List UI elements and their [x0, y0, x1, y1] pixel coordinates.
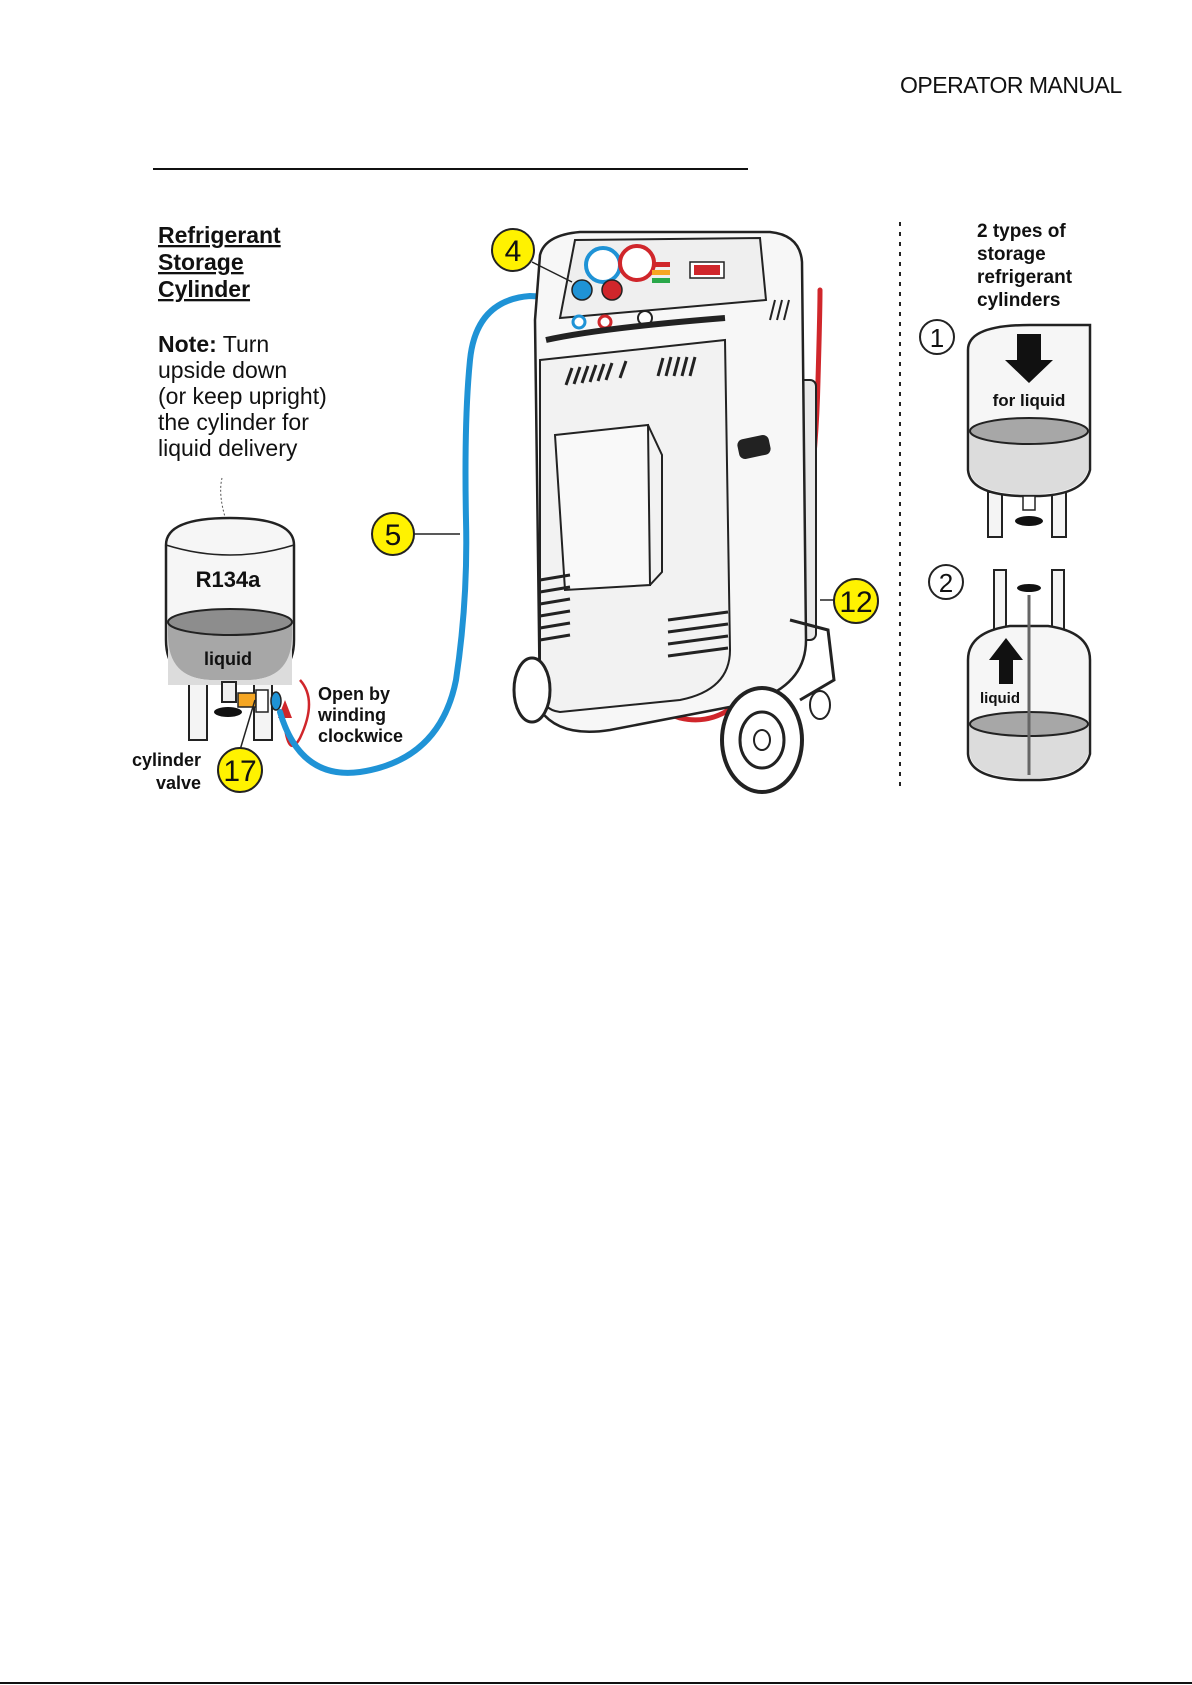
note-text: Note: Turn upside down (or keep upright)…	[158, 331, 327, 461]
blue-hose-coupler	[271, 692, 281, 710]
note-line-5: liquid delivery	[158, 435, 298, 461]
heading-line-1: Refrigerant	[158, 222, 281, 248]
display-readout	[694, 265, 720, 275]
type-1-leg-right	[1052, 492, 1066, 537]
valve-fitting	[256, 690, 268, 712]
high-side-port	[599, 316, 611, 328]
high-pressure-knob-icon	[602, 280, 622, 300]
low-pressure-knob-icon	[572, 280, 592, 300]
front-wheel	[514, 658, 550, 722]
footer-rule	[0, 1682, 1192, 1684]
low-side-port	[573, 316, 585, 328]
status-led-green	[652, 278, 670, 283]
note-label: Note:	[158, 331, 217, 357]
type-1-label: for liquid	[993, 391, 1066, 410]
right-heading-line-1: 2 types of	[977, 221, 1066, 242]
note-line-2: upside down	[158, 357, 287, 383]
cylinder-type-2: 2 liquid	[929, 565, 1090, 780]
heading-line-3: Cylinder	[158, 276, 250, 302]
caster-wheel	[810, 691, 830, 719]
valve-label-line-1: cylinder	[132, 750, 201, 770]
type-1-valve	[1023, 496, 1035, 510]
open-line-2: winding	[317, 705, 386, 725]
valve-stem	[222, 682, 236, 702]
high-pressure-gauge-icon	[620, 246, 654, 280]
valve-label: cylinder valve	[132, 750, 201, 793]
note-line-1: Turn	[217, 331, 269, 357]
cylinder-gas-label: R134a	[196, 567, 262, 592]
type-1-number: 1	[930, 323, 944, 353]
status-led-red	[652, 262, 670, 267]
svg-text:Note: Turn: Note: Turn	[158, 331, 269, 357]
type-2-number: 2	[939, 568, 953, 598]
rear-wheel-axle	[754, 730, 770, 750]
note-line-3: (or keep upright)	[158, 383, 327, 409]
note-line-4: the cylinder for	[158, 409, 309, 435]
callout-17-number: 17	[223, 755, 256, 788]
front-window	[555, 425, 650, 590]
right-heading-line-3: refrigerant	[977, 267, 1073, 288]
type-1-leg-left	[988, 492, 1002, 537]
open-instruction: Open by winding clockwice	[317, 684, 403, 746]
low-pressure-gauge-icon	[586, 248, 620, 282]
ac-service-machine	[514, 232, 834, 792]
refrigerant-cylinder-diagram: Refrigerant Storage Cylinder Note: Turn …	[0, 0, 1192, 820]
callout-5-number: 5	[385, 519, 402, 552]
open-line-1: Open by	[318, 684, 390, 704]
type-1-liquid-surface	[970, 418, 1088, 444]
valve-disc	[214, 707, 242, 717]
type-2-valve-disc	[1017, 584, 1041, 592]
cylinder-leg-left	[189, 678, 207, 740]
status-led-orange	[652, 270, 670, 275]
callout-5: 5	[372, 513, 460, 555]
valve-label-line-2: valve	[156, 773, 201, 793]
cylinder-type-1: 1 for liquid	[920, 320, 1090, 537]
note-leader-line	[221, 478, 226, 520]
right-heading: 2 types of storage refrigerant cylinders	[977, 221, 1073, 311]
callout-4-number: 4	[505, 235, 522, 268]
liquid-surface	[168, 609, 292, 635]
type-2-label: liquid	[980, 690, 1020, 707]
heading-line-2: Storage	[158, 249, 244, 275]
callout-12-number: 12	[839, 586, 872, 619]
storage-cylinder: R134a liquid	[166, 518, 294, 740]
callout-12: 12	[820, 579, 878, 623]
left-heading: Refrigerant Storage Cylinder	[158, 222, 281, 302]
cylinder-liquid-label: liquid	[204, 649, 252, 669]
right-heading-line-4: cylinders	[977, 290, 1060, 311]
type-1-valve-disc	[1015, 516, 1043, 526]
right-heading-line-2: storage	[977, 244, 1046, 265]
open-line-3: clockwice	[318, 726, 403, 746]
